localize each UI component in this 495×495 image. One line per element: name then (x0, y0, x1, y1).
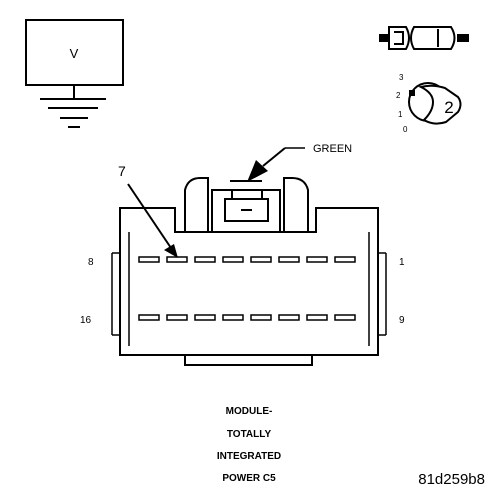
voltmeter-label: V (70, 46, 79, 61)
voltmeter: V (25, 19, 124, 128)
pin-6 (194, 256, 216, 263)
caption-line-2: TOTALLY (227, 429, 272, 440)
caption-line-3: INTEGRATED (217, 451, 281, 462)
connector-shell (119, 207, 379, 356)
pin-15 (166, 314, 188, 321)
ignition-switch-icon: 3 2 1 0 2 (396, 73, 462, 134)
pin-4 (250, 256, 272, 263)
arrow-icon (164, 244, 178, 258)
connector-plug-icon (379, 26, 469, 50)
pin-label-8: 8 (88, 257, 94, 268)
pin-8 (138, 256, 160, 263)
key-position-2: 2 (396, 91, 401, 100)
pin-label-16: 16 (80, 315, 92, 326)
pin-13 (222, 314, 244, 321)
pin-16 (138, 314, 160, 321)
pin-row-bottom (138, 314, 356, 321)
callout-pin-number: 7 (118, 163, 126, 179)
key-position-0: 0 (403, 125, 408, 134)
figure-id: 81d259b8 (418, 471, 485, 488)
pin-10 (306, 314, 328, 321)
pin-label-1: 1 (399, 257, 405, 268)
pin-label-9: 9 (399, 315, 405, 326)
color-callout: GREEN (247, 143, 352, 182)
connector-c5 (111, 177, 387, 366)
pin-7 (166, 256, 188, 263)
pin-11 (278, 314, 300, 321)
key-position-1: 1 (398, 110, 403, 119)
caption: MODULE- TOTALLY INTEGRATED POWER C5 (217, 406, 281, 484)
caption-line-1: MODULE- (226, 406, 273, 417)
pin-2 (306, 256, 328, 263)
pin-14 (194, 314, 216, 321)
pin-callout: 7 (118, 163, 178, 258)
pin-row-top (138, 256, 356, 263)
connector-color-label: GREEN (313, 143, 352, 155)
ground-icon (40, 98, 106, 128)
caption-line-4: POWER C5 (222, 473, 276, 484)
pin-3 (278, 256, 300, 263)
arrow-icon (247, 160, 268, 182)
pin-9 (334, 314, 356, 321)
pin-5 (222, 256, 244, 263)
pin-12 (250, 314, 272, 321)
key-position-3: 3 (399, 73, 404, 82)
pin-1 (334, 256, 356, 263)
connector-latch (184, 177, 309, 232)
key-switch-label: 2 (444, 98, 453, 117)
